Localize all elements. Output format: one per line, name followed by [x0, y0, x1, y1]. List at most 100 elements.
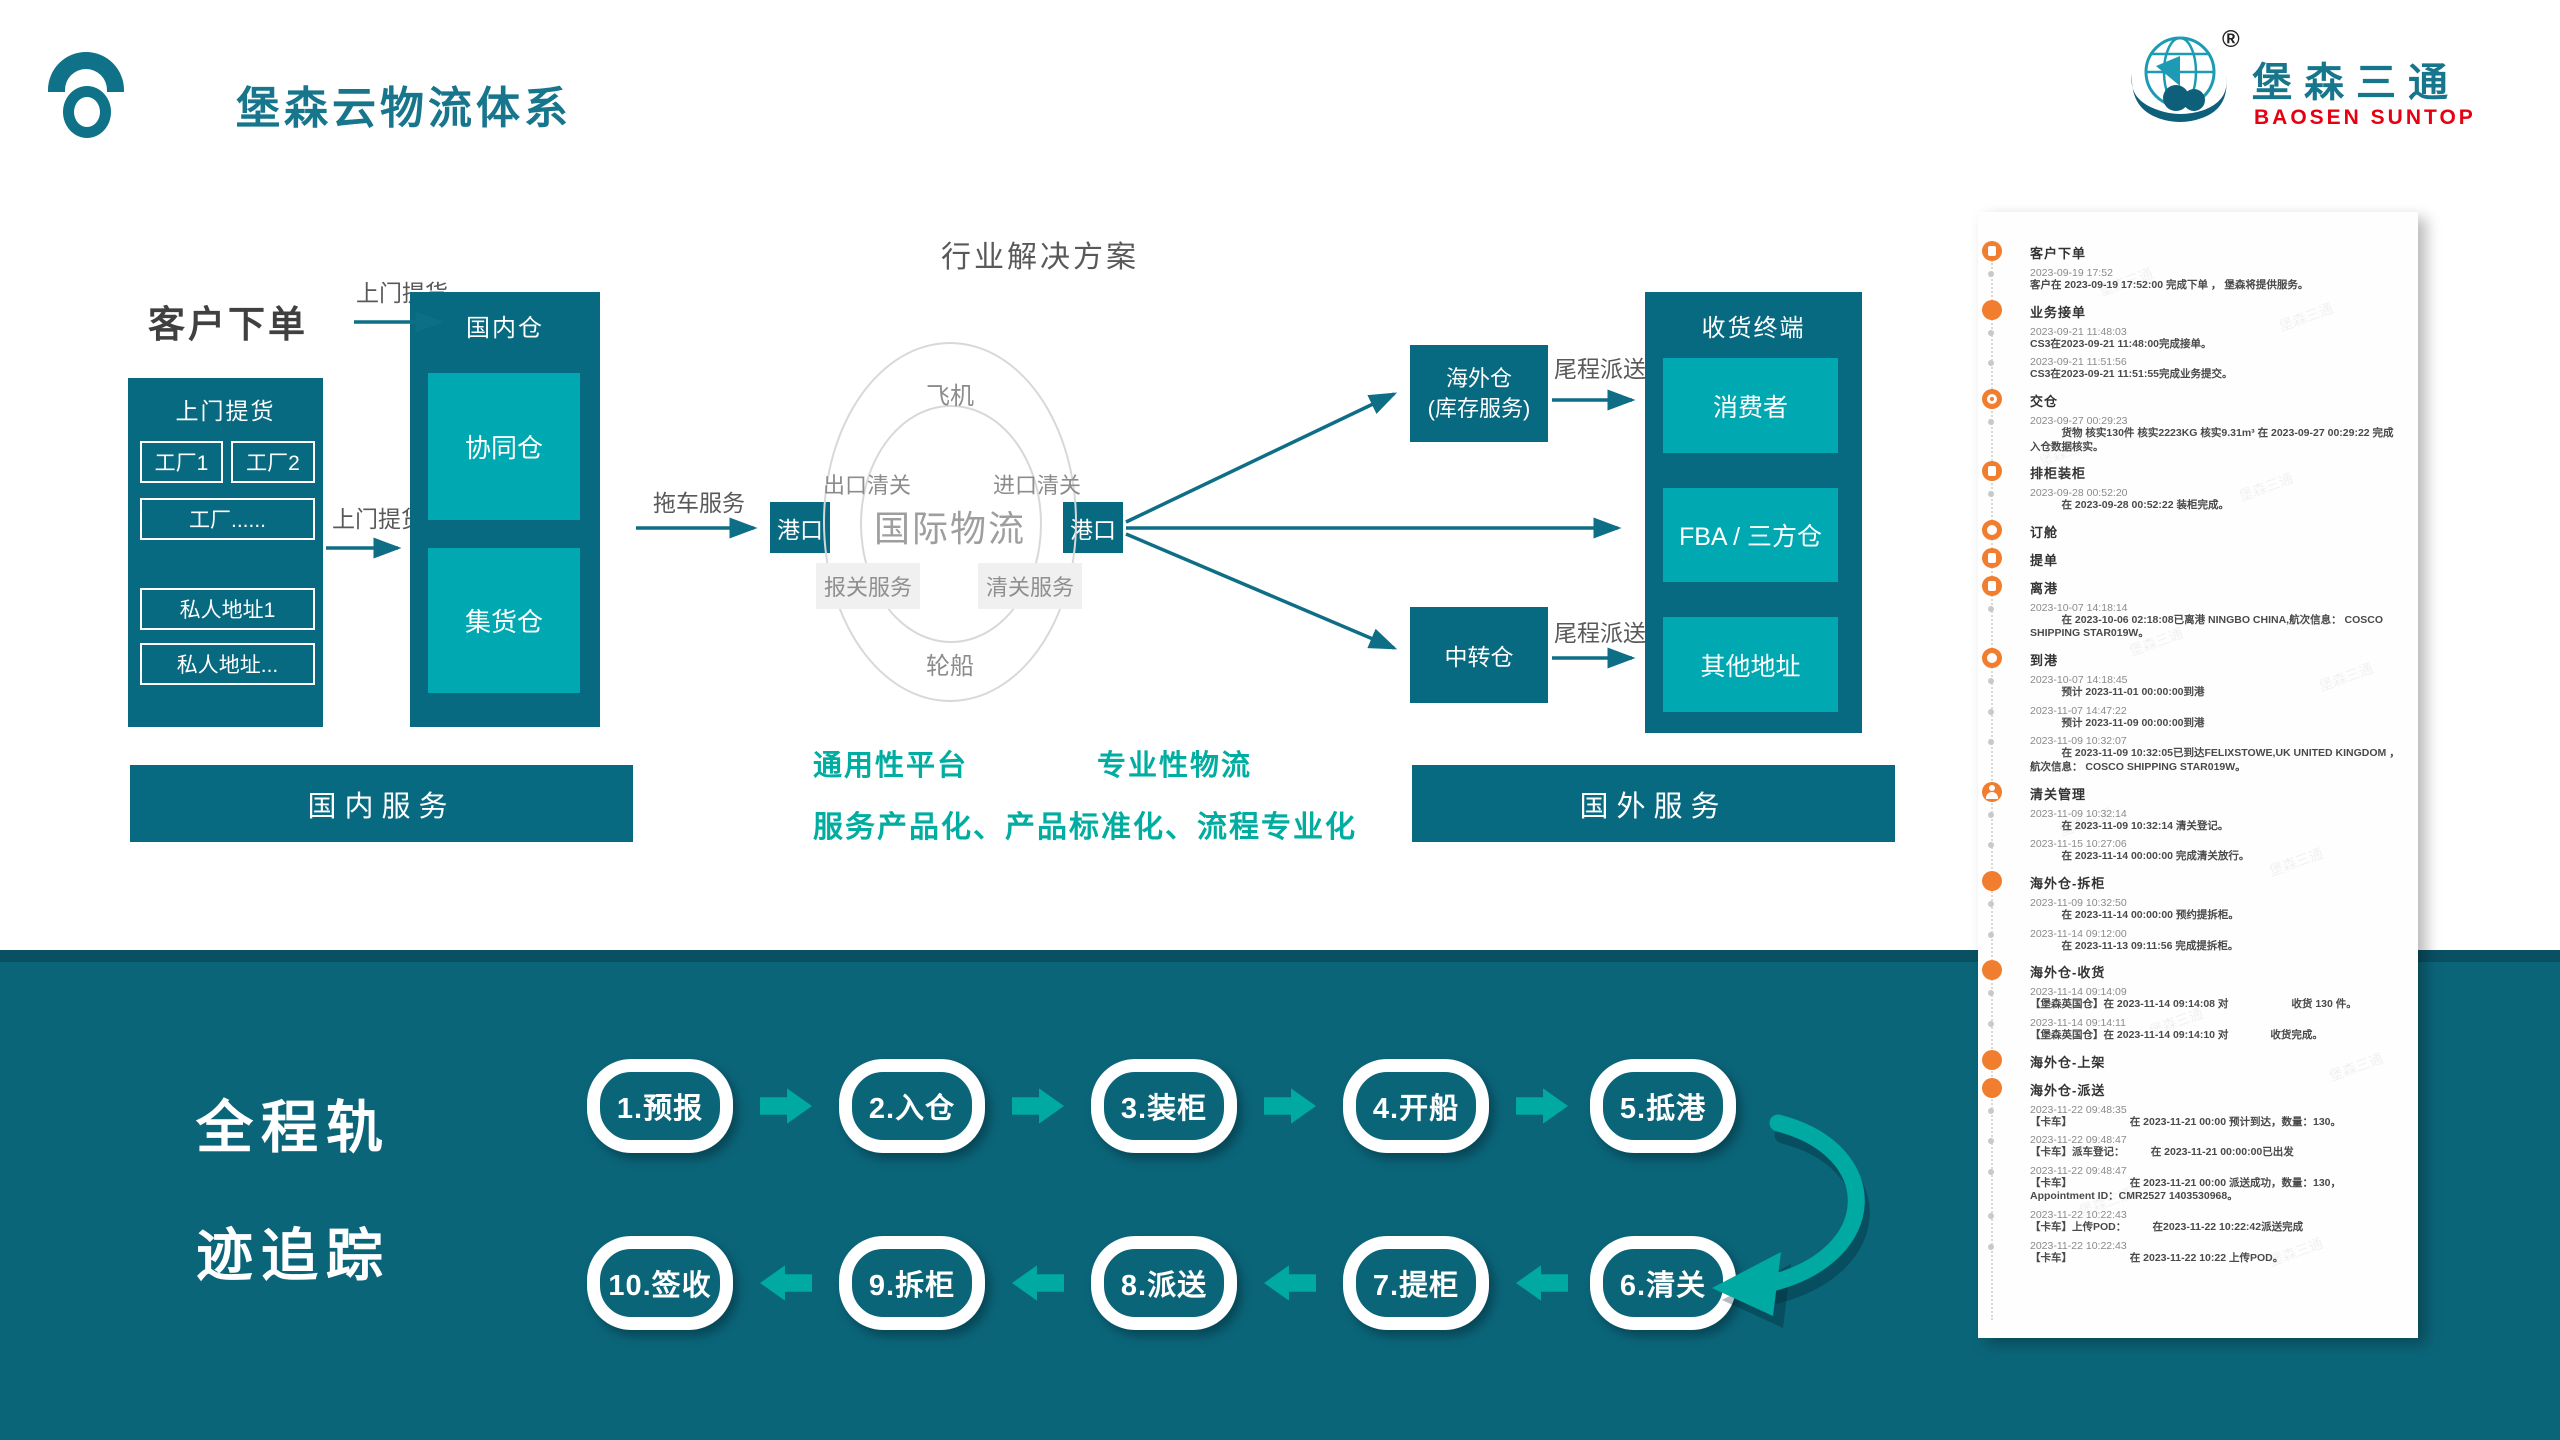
entry-dot-icon: [1988, 360, 1994, 367]
overseas-warehouse-label: 海外仓: [1445, 365, 1512, 391]
globe-logo-icon: [2131, 36, 2227, 122]
entry-time: 2023-11-09 10:32:14: [2030, 807, 2127, 820]
entry-time: 2023-09-21 11:48:03: [2030, 325, 2127, 338]
entry-dot-icon: [1988, 1107, 1994, 1114]
entry-dot-icon: [1988, 418, 1994, 425]
section-title: 行业解决方案: [941, 241, 1139, 274]
timeline-entry: 2023-09-28 00:52:20 在 2023-09-28 00:52:2…: [1988, 487, 2404, 513]
entry-description: 客户在 2023-09-19 17:52:00 完成下单 ， 堡森将提供服务。: [2030, 279, 2309, 291]
entry-description: 【堡森英国仓】在 2023-11-14 09:14:10 对 收货完成。: [2030, 1028, 2323, 1041]
entry-dot-icon: [1988, 1138, 1994, 1145]
entry-description: 【卡车】 在 2023-11-22 10:22 上传POD。: [2030, 1251, 2284, 1264]
entry-dot-icon: [1988, 329, 1994, 336]
overseas-warehouse-box: 海外仓 (库存服务): [1410, 345, 1548, 442]
step-3.装柜: 3.装柜: [1091, 1059, 1237, 1153]
timeline-entry: 2023-11-22 10:22:43【卡车】上传POD： 在2023-11-2…: [1988, 1209, 2404, 1235]
entry-description: 【卡车】 在 2023-11-21 00:00 预计到达，数量：130。: [2030, 1115, 2342, 1128]
slogan-professional-logistics: 专业性物流: [1097, 750, 1253, 782]
entry-description: 在 2023-10-06 02:18:08已离港 NINGBO CHINA,航次…: [2030, 613, 2383, 640]
export-customs-label: 出口清关: [822, 473, 911, 498]
slogan-productization: 服务产品化、产品标准化、流程专业化: [813, 811, 1357, 844]
solid-milestone-icon: [1982, 299, 2002, 320]
entry-dot-icon: [1988, 1168, 1994, 1175]
entry-description: 在 2023-11-13 09:11:56 完成提拆柜。: [2030, 939, 2239, 952]
entry-dot-icon: [1988, 1020, 1994, 1027]
target-milestone-icon: [1982, 388, 2002, 409]
timeline-entry: 2023-10-07 14:18:14 在 2023-10-06 02:18:0…: [1988, 602, 2404, 641]
timeline-group: 提单: [1982, 547, 2404, 569]
outer-circle: [823, 342, 1077, 702]
entry-description: 预计 2023-11-01 00:00:00到港: [2030, 686, 2205, 699]
entry-time: 2023-10-07 14:18:45: [2030, 674, 2128, 687]
domestic-service-bar: 国内服务: [130, 765, 633, 842]
timeline-entry: 2023-11-14 09:12:00 在 2023-11-13 09:11:5…: [1988, 928, 2404, 954]
timeline-group-title: 订舱: [2030, 524, 2059, 540]
timeline-group-title: 排柜装柜: [2030, 466, 2087, 482]
tracking-timeline-panel[interactable]: 堡森三通堡森三通堡森三通堡森三通堡森三通堡森三通堡森三通堡森三通堡森三通堡森三通…: [1978, 212, 2418, 1338]
entry-time: 2023-11-09 10:32:50: [2030, 896, 2127, 909]
entry-dot-icon: [1988, 491, 1994, 498]
entry-dot-icon: [1988, 605, 1994, 612]
entry-time: 2023-11-22 10:22:43: [2030, 1239, 2127, 1252]
import-customs-label: 进口清关: [992, 473, 1081, 498]
other-address-box: 其他地址: [1663, 617, 1838, 712]
timeline-group-title: 到港: [2030, 653, 2059, 669]
step-1.预报: 1.预报: [587, 1059, 733, 1153]
plane-label: 飞机: [926, 383, 974, 410]
entry-description: 【卡车】 在 2023-11-21 00:00 派送成功，数量：130，Appo…: [2030, 1176, 2342, 1203]
timeline-group-title: 提单: [2030, 552, 2059, 568]
trailer-service-label: 拖车服务: [653, 490, 745, 516]
entry-description: 【卡车】上传POD： 在2023-11-22 10:22:42派送完成: [2030, 1221, 2304, 1234]
timeline-group-title: 清关管理: [2030, 786, 2087, 802]
timeline-group: 订舱: [1982, 519, 2404, 541]
step-8.派送: 8.派送: [1091, 1236, 1237, 1330]
fba-box: FBA / 三方仓: [1663, 488, 1838, 582]
clearance-service-chip: 清关服务: [978, 563, 1082, 609]
timeline-entry: 2023-11-22 10:22:43【卡车】 在 2023-11-22 10:…: [1988, 1239, 2404, 1266]
consumer-box: 消费者: [1663, 358, 1838, 453]
entry-time: 2023-11-22 09:48:47: [2030, 1164, 2127, 1177]
timeline-entry: 2023-11-22 09:48:35【卡车】 在 2023-11-21 00:…: [1988, 1103, 2404, 1130]
ship-label: 轮船: [926, 653, 974, 680]
entry-description: 在 2023-11-14 00:00:00 预约提拆柜。: [2030, 908, 2239, 921]
entry-description: 在 2023-11-09 10:32:14 清关登记。: [2030, 819, 2229, 832]
timeline-group: 海外仓-上架: [1982, 1049, 2404, 1071]
entry-time: 2023-09-21 11:51:56: [2030, 356, 2127, 369]
solid-milestone-icon: [1982, 1049, 2002, 1070]
entry-dot-icon: [1988, 271, 1994, 277]
entry-time: 2023-11-14 09:14:11: [2030, 1016, 2126, 1029]
inner-circle: [860, 405, 1042, 643]
entry-time: 2023-11-22 09:48:35: [2030, 1103, 2127, 1116]
entry-dot-icon: [1988, 990, 1994, 997]
timeline-entry: 2023-11-09 10:32:07 在 2023-11-09 10:32:0…: [1988, 735, 2404, 774]
entry-description: CS3在2023-09-21 11:51:55完成业务提交。: [2030, 368, 2233, 381]
timeline-entry: 2023-11-14 09:14:09【堡森英国仓】在 2023-11-14 0…: [1988, 986, 2404, 1012]
entry-description: 在 2023-11-09 10:32:05已到达FELIXSTOWE,UK UN…: [2030, 747, 2400, 774]
step-9.拆柜: 9.拆柜: [839, 1236, 985, 1330]
last-mile-label-bottom: 尾程派送: [1554, 620, 1646, 646]
domestic-warehouse-title: 国内仓: [466, 315, 544, 342]
timeline-entry: 2023-09-27 00:29:23 货物 核实130件 核实2223KG 核…: [1988, 414, 2404, 454]
entry-time: 2023-09-27 00:29:23: [2030, 414, 2128, 427]
band-top-edge: [0, 950, 2560, 962]
timeline-entry: 2023-11-09 10:32:14 在 2023-11-09 10:32:1…: [1988, 807, 2404, 834]
entry-time: 2023-09-19 17:52: [2030, 267, 2113, 279]
port-left-box: 港口: [770, 502, 830, 553]
entry-dot-icon: [1988, 708, 1994, 715]
receiving-terminal-title: 收货终端: [1701, 315, 1806, 342]
doc-milestone-icon: [1982, 575, 2002, 596]
timeline-group-title: 客户下单: [2030, 246, 2087, 261]
timeline-entry: 2023-11-22 09:48:47【卡车】派车登记： 在 2023-11-2…: [1988, 1134, 2404, 1160]
doc-milestone-icon: [1982, 241, 2002, 261]
solid-milestone-icon: [1982, 960, 2002, 981]
doc-milestone-icon: [1982, 461, 2002, 482]
doc-milestone-icon: [1982, 547, 2002, 568]
timeline-group: 排柜装柜 2023-09-28 00:52:20 在 2023-09-28 00:…: [1982, 461, 2404, 513]
brand-name-cn: 堡森三通: [2252, 61, 2460, 105]
entry-time: 2023-11-07 14:47:22: [2030, 704, 2127, 717]
